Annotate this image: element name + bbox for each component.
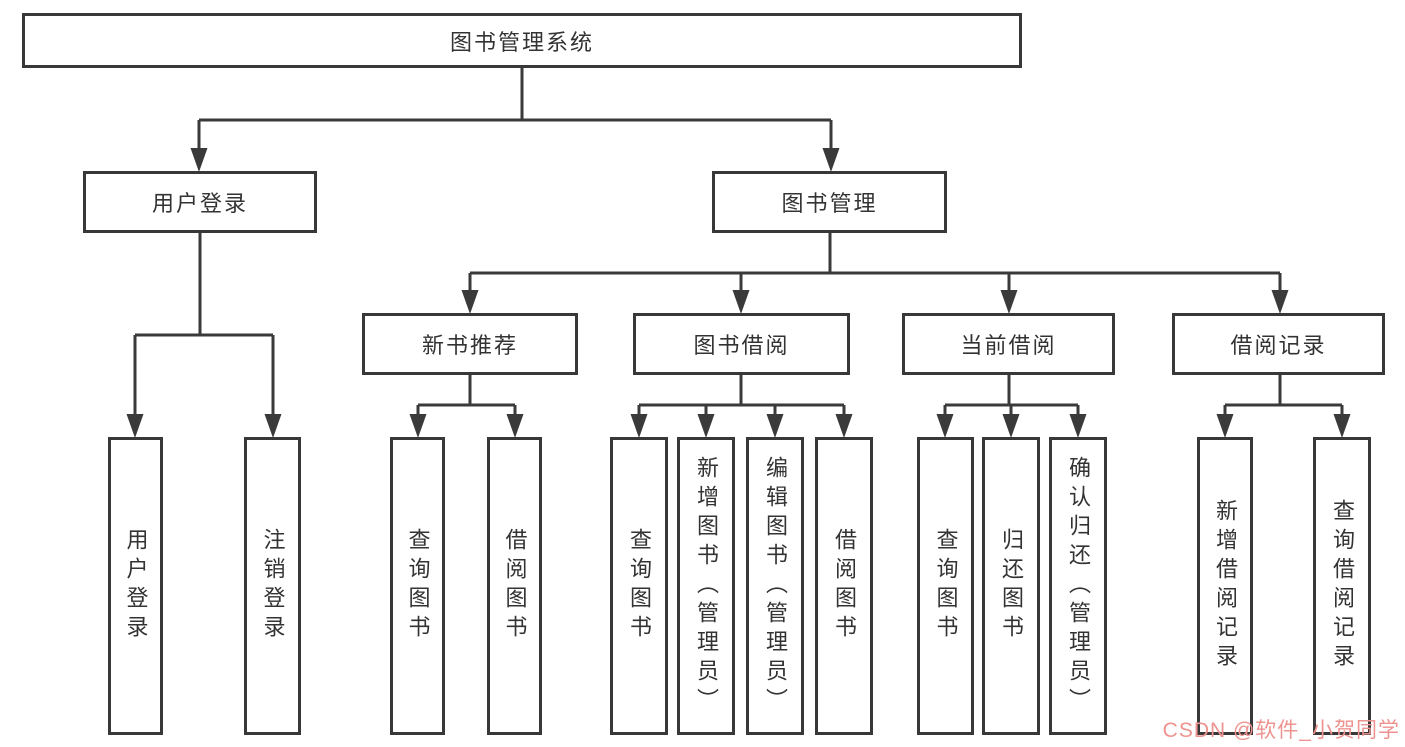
node-current-borrow: 当前借阅 [902, 313, 1115, 375]
arrow-icon [1069, 414, 1087, 438]
node-label: 用户登录 [123, 528, 149, 644]
connector-login-to-leaves [133, 233, 275, 422]
arrowheads [126, 148, 1351, 438]
arrow-icon [461, 290, 479, 314]
node-label: 查询图书 [405, 528, 431, 644]
node-borrow-record: 借阅记录 [1172, 313, 1385, 375]
node-label: 图书借阅 [693, 333, 790, 358]
arrow-icon [936, 414, 954, 438]
arrow-icon [697, 414, 715, 438]
arrow-icon [822, 148, 840, 172]
node-label: 图书管理 [781, 191, 878, 216]
node-label: 新书推荐 [421, 333, 518, 358]
csdn-watermark: CSDN @软件_小贺同学 [1162, 719, 1400, 742]
arrow-icon [190, 148, 208, 172]
leaf-add-books-admin: 新增图书（管理员） [677, 437, 735, 735]
node-label: 查询图书 [933, 528, 959, 644]
node-label: 查询图书 [627, 528, 652, 644]
connector-current-to-leaves [943, 375, 1080, 422]
arrow-icon [264, 414, 282, 438]
node-label: 图书管理系统 [449, 29, 594, 55]
arrow-icon [835, 414, 853, 438]
connector-mgmt-to-level2 [468, 233, 1282, 298]
connector-record-to-leaves [1223, 375, 1344, 422]
leaf-borrow-books-recommend: 借阅图书 [487, 437, 542, 735]
arrow-icon [409, 414, 427, 438]
node-user-login: 用户登录 [83, 171, 317, 233]
leaf-return-books: 归还图书 [982, 437, 1040, 735]
leaf-query-books-recommend: 查询图书 [390, 437, 445, 735]
arrow-icon [1000, 290, 1018, 314]
node-label: 归还图书 [999, 528, 1024, 644]
node-root-system: 图书管理系统 [22, 13, 1022, 68]
arrow-icon [1002, 414, 1020, 438]
arrow-icon [732, 290, 750, 314]
leaf-add-borrow-record: 新增借阅记录 [1197, 437, 1253, 735]
node-label: 查询借阅记录 [1330, 499, 1355, 673]
leaf-confirm-return-admin: 确认归还（管理员） [1049, 437, 1107, 735]
node-label: 借阅记录 [1230, 333, 1327, 358]
node-label: 借阅图书 [832, 528, 857, 644]
connector-recommend-to-leaves [416, 375, 517, 422]
node-book-management: 图书管理 [712, 171, 947, 233]
leaf-query-books-borrow: 查询图书 [610, 437, 668, 735]
node-label: 用户登录 [151, 191, 248, 216]
node-label: 注销登录 [260, 528, 286, 644]
arrow-icon [766, 414, 784, 438]
arrow-icon [126, 414, 144, 438]
leaf-borrow-books: 借阅图书 [815, 437, 873, 735]
connector-root-to-level1 [197, 68, 833, 158]
leaf-query-books-current: 查询图书 [917, 437, 974, 735]
arrow-icon [1216, 414, 1234, 438]
node-label: 借阅图书 [502, 528, 528, 644]
leaf-query-borrow-record: 查询借阅记录 [1313, 437, 1371, 735]
arrow-icon [630, 414, 648, 438]
node-label: 确认归还（管理员） [1066, 455, 1091, 717]
node-label: 编辑图书（管理员） [763, 455, 788, 717]
node-label: 新增图书（管理员） [694, 455, 719, 717]
leaf-user-login: 用户登录 [108, 437, 163, 735]
leaf-logout: 注销登录 [244, 437, 301, 735]
node-book-borrow: 图书借阅 [633, 313, 850, 375]
node-label: 当前借阅 [960, 333, 1057, 358]
arrow-icon [506, 414, 524, 438]
arrow-icon [1333, 414, 1351, 438]
node-label: 新增借阅记录 [1213, 499, 1238, 673]
connector-borrow-to-leaves [637, 375, 846, 422]
leaf-edit-books-admin: 编辑图书（管理员） [746, 437, 804, 735]
arrow-icon [1271, 290, 1289, 314]
node-new-book-recommend: 新书推荐 [362, 313, 578, 375]
